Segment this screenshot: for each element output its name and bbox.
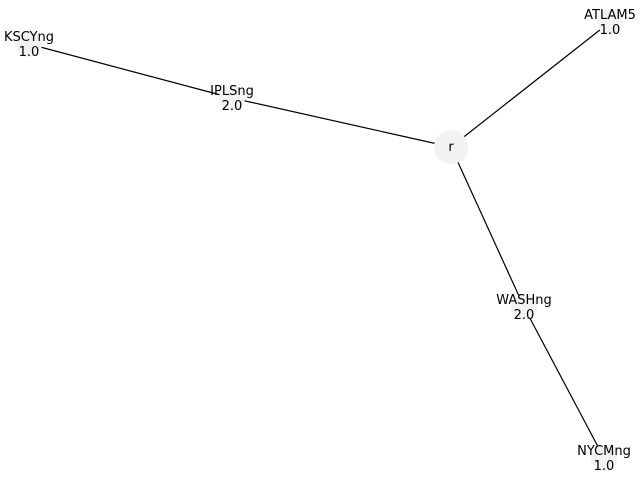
node-value-label: 2.0 — [514, 308, 535, 323]
node-circle — [511, 294, 537, 320]
edges-layer — [28, 21, 611, 459]
edge-r-ATLAM5 — [450, 21, 611, 148]
node-circle — [591, 445, 617, 471]
edge-KSCYng-IPLSng — [28, 43, 233, 99]
edge-r-WASHng — [450, 146, 525, 308]
node-value-label: 1.0 — [594, 459, 615, 474]
edge-WASHng-NYCMng — [523, 306, 605, 459]
node-circle — [434, 130, 468, 164]
node-value-label: 2.0 — [222, 99, 243, 114]
node-value-label: 1.0 — [19, 45, 40, 60]
node-name-label: KSCYng — [4, 30, 54, 45]
node-value-label: 1.0 — [600, 23, 621, 38]
node-circle — [219, 85, 245, 111]
node-r: r — [434, 130, 468, 164]
edge-IPLSng-r — [231, 97, 452, 148]
node-name-label: WASHng — [496, 293, 552, 308]
node-name-label: NYCMng — [577, 444, 631, 459]
node-name-label: IPLSng — [210, 84, 254, 99]
nodes-layer: rKSCYng1.0IPLSng2.0ATLAM51.0WASHng2.0NYC… — [4, 8, 636, 474]
node-circle — [597, 9, 623, 35]
node-circle — [16, 31, 42, 57]
node-name-label: ATLAM5 — [584, 8, 636, 23]
node-name-label: r — [448, 140, 454, 155]
